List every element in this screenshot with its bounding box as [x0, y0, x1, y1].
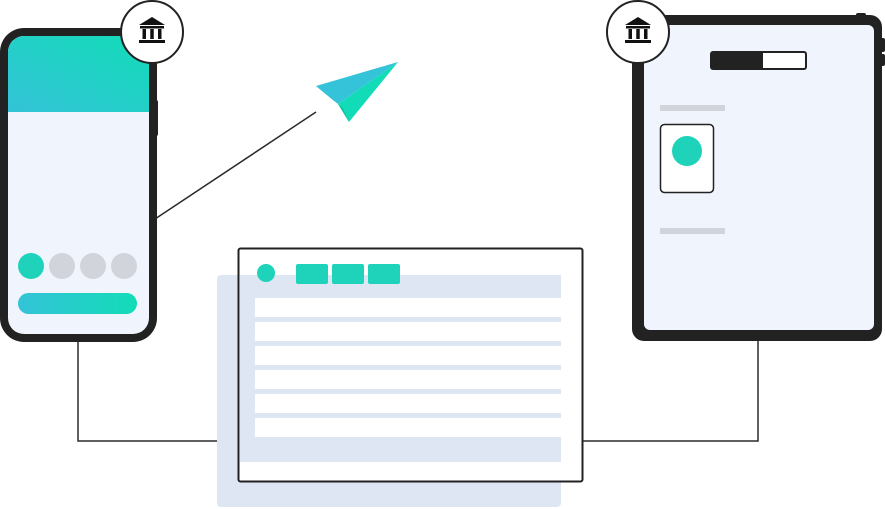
phone-to-send-connector [154, 111, 317, 220]
pager-dot[interactable] [80, 253, 106, 279]
phone-pager-dots [18, 253, 137, 279]
tablet-card-dot [672, 136, 702, 166]
connector-lines [77, 111, 759, 442]
pager-dot[interactable] [49, 253, 75, 279]
tablet-text-line-2 [660, 228, 725, 234]
paper-plane-icon [316, 62, 398, 122]
document-avatar-dot [257, 264, 275, 282]
document-to-tablet-connector [582, 338, 759, 442]
phone-bank-badge [120, 0, 184, 64]
tablet-progress-fill [712, 53, 763, 68]
document-tab[interactable] [332, 264, 364, 284]
document-tabs [296, 264, 400, 284]
document-row [255, 322, 561, 341]
tablet-screen [644, 25, 874, 330]
document-window [217, 247, 584, 507]
tablet-text-line-1 [660, 105, 725, 111]
document-row [255, 346, 561, 365]
pager-dot[interactable] [111, 253, 137, 279]
phone-to-document-connector [77, 340, 240, 442]
tablet-bank-badge [606, 0, 670, 64]
document-row [255, 394, 561, 413]
phone-action-bar[interactable] [18, 293, 137, 314]
document-tab[interactable] [368, 264, 400, 284]
document-row [255, 370, 561, 389]
phone-device [0, 28, 158, 342]
document-rows [255, 298, 561, 437]
bank-icon [139, 17, 165, 43]
tablet-device [632, 13, 885, 341]
document-tab[interactable] [296, 264, 328, 284]
document-row [255, 418, 561, 437]
pager-dot-active[interactable] [18, 253, 44, 279]
bank-icon [625, 17, 651, 43]
document-row [255, 298, 561, 317]
